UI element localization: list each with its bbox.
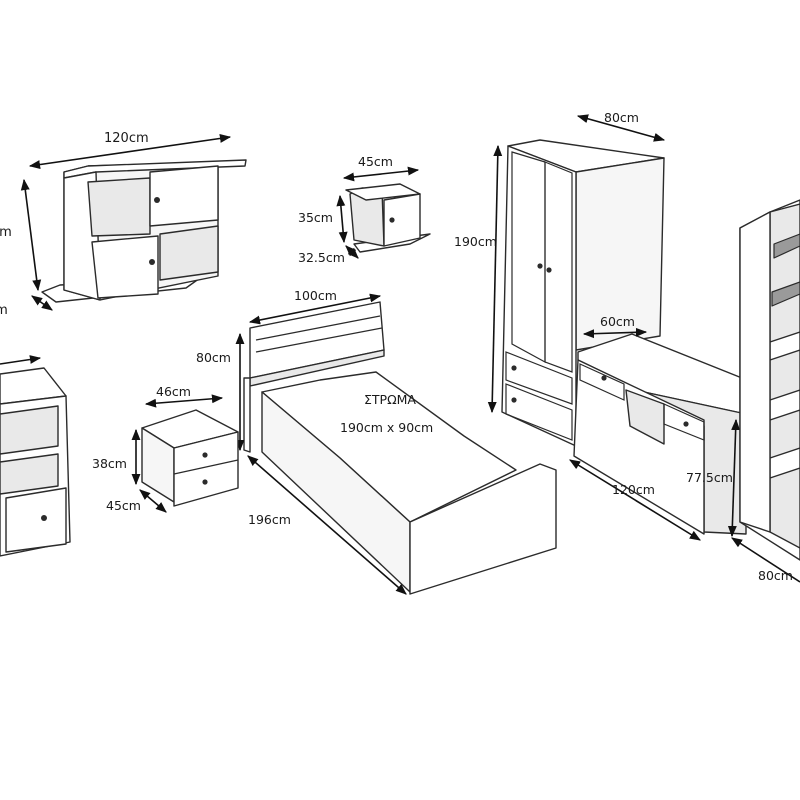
cabinet-width-line: [0, 355, 42, 365]
wall-unit-height-line: [20, 178, 42, 292]
nightstand: [141, 409, 239, 507]
bed-length-label: 196cm: [248, 512, 291, 527]
wall-cube: [345, 183, 431, 253]
mattress-title: ΣΤΡΩΜΑ: [364, 392, 416, 407]
bed-width-label: 100cm: [294, 288, 337, 303]
wardrobe-height-label: 190cm: [454, 234, 497, 249]
nightstand-depth-label: 45cm: [106, 498, 141, 513]
wall-cube-width-line: [342, 166, 420, 182]
wall-unit-height-label: cm: [0, 225, 12, 240]
desk: [573, 333, 753, 535]
nightstand-height-label: 38cm: [92, 456, 127, 471]
desk-width-line: [569, 459, 701, 541]
wall-unit-width-line: [28, 134, 232, 169]
desk-height-line: [727, 418, 741, 538]
cabinet: [0, 367, 71, 557]
wall-unit-width-label: 120cm: [104, 131, 149, 146]
nightstand-depth-line: [139, 489, 167, 513]
bed-length-line: [247, 455, 407, 595]
bed-width-line: [248, 293, 382, 325]
desk-depth-label: 60cm: [600, 314, 635, 329]
wall-cube-depth-label: 32.5cm: [298, 250, 345, 265]
nightstand-width-label: 46cm: [156, 384, 191, 399]
wall-cube-width-label: 45cm: [358, 154, 393, 169]
wardrobe: [501, 139, 665, 447]
wardrobe-width-line: [576, 114, 666, 142]
wall-cube-depth-line: [345, 245, 359, 259]
desk-height-label: 77.5cm: [686, 470, 733, 485]
wall-unit: [41, 159, 247, 303]
desk-width-label: 120cm: [612, 482, 655, 497]
desk-depth-line: [582, 327, 648, 339]
bookcase: [739, 199, 800, 561]
wardrobe-width-label: 80cm: [604, 110, 639, 125]
wall-unit-depth-label: cm: [0, 303, 8, 318]
bed-height-label: 80cm: [196, 350, 231, 365]
wardrobe-height-line: [487, 144, 503, 414]
wall-cube-height-line: [336, 194, 348, 244]
nightstand-width-line: [144, 394, 224, 408]
mattress-size: 190cm x 90cm: [340, 420, 433, 435]
bookcase-width-label: 80cm: [758, 568, 793, 583]
wall-unit-depth-line: [31, 295, 53, 311]
bookcase-width-line: [731, 537, 800, 583]
wall-cube-height-label: 35cm: [298, 210, 333, 225]
